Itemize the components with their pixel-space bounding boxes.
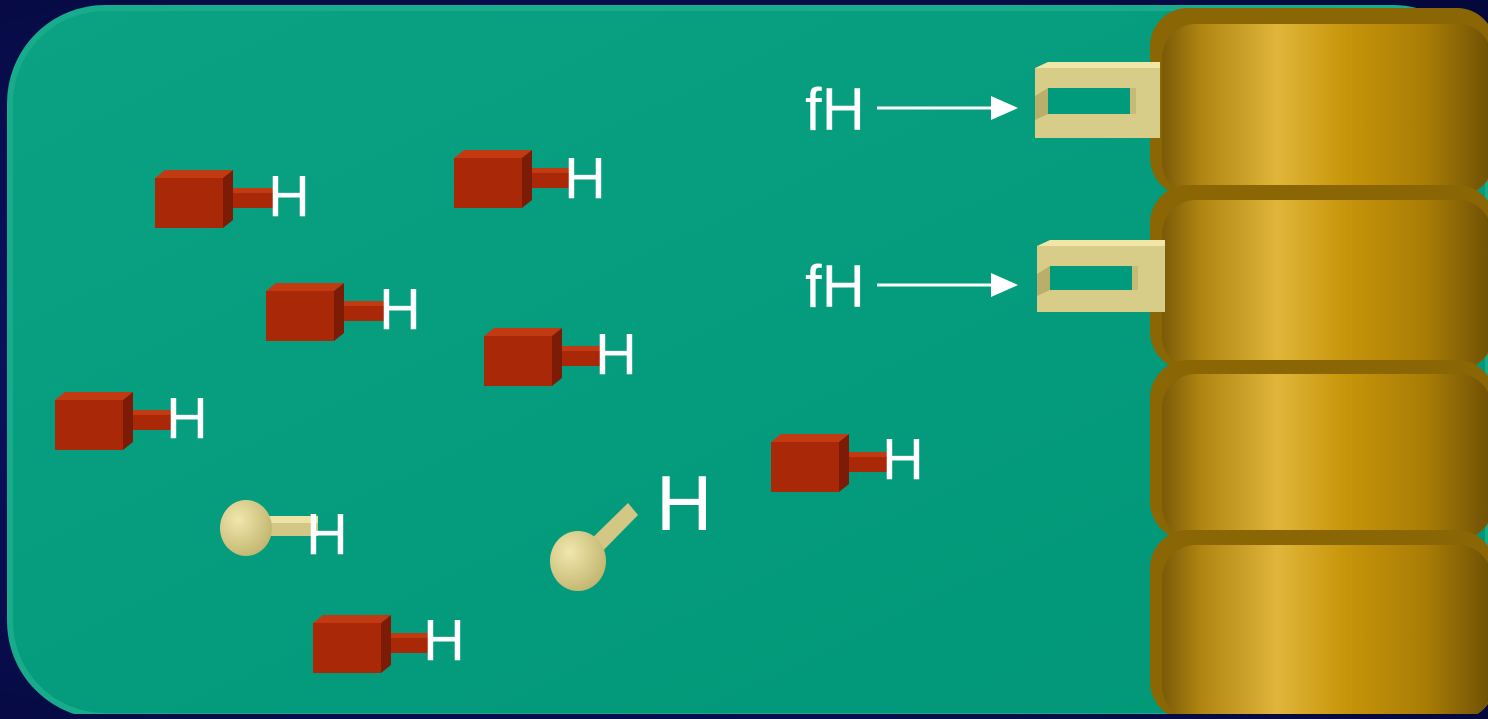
fh-label: fH [805,253,865,320]
red-antibody [55,392,175,450]
red-antibody [771,434,891,492]
red-antibody [155,170,275,228]
h-label: H [423,608,465,673]
h-label: H [564,146,606,211]
h-label: H [268,164,310,229]
yellow-antibody-tilted [550,503,638,591]
red-antibody [454,150,574,208]
h-label: H [882,427,924,492]
membrane [1150,8,1488,719]
red-antibody [266,283,386,341]
h-label: H [379,277,421,342]
h-label: H [306,502,348,567]
h-label: H [166,386,208,451]
h-label: H [595,322,637,387]
red-antibody [484,328,604,386]
membrane-segment [1150,8,1488,196]
yellow-antibody-horizontal [220,500,318,556]
fh-label: fH [805,76,865,143]
membrane-segment [1150,530,1488,719]
red-antibodies [55,150,891,673]
membrane-segment [1150,185,1488,370]
h-label: H [656,459,713,547]
receptor-lower [1037,240,1165,312]
red-antibody [313,615,433,673]
receptor-upper [1035,62,1160,138]
membrane-segment [1150,360,1488,540]
